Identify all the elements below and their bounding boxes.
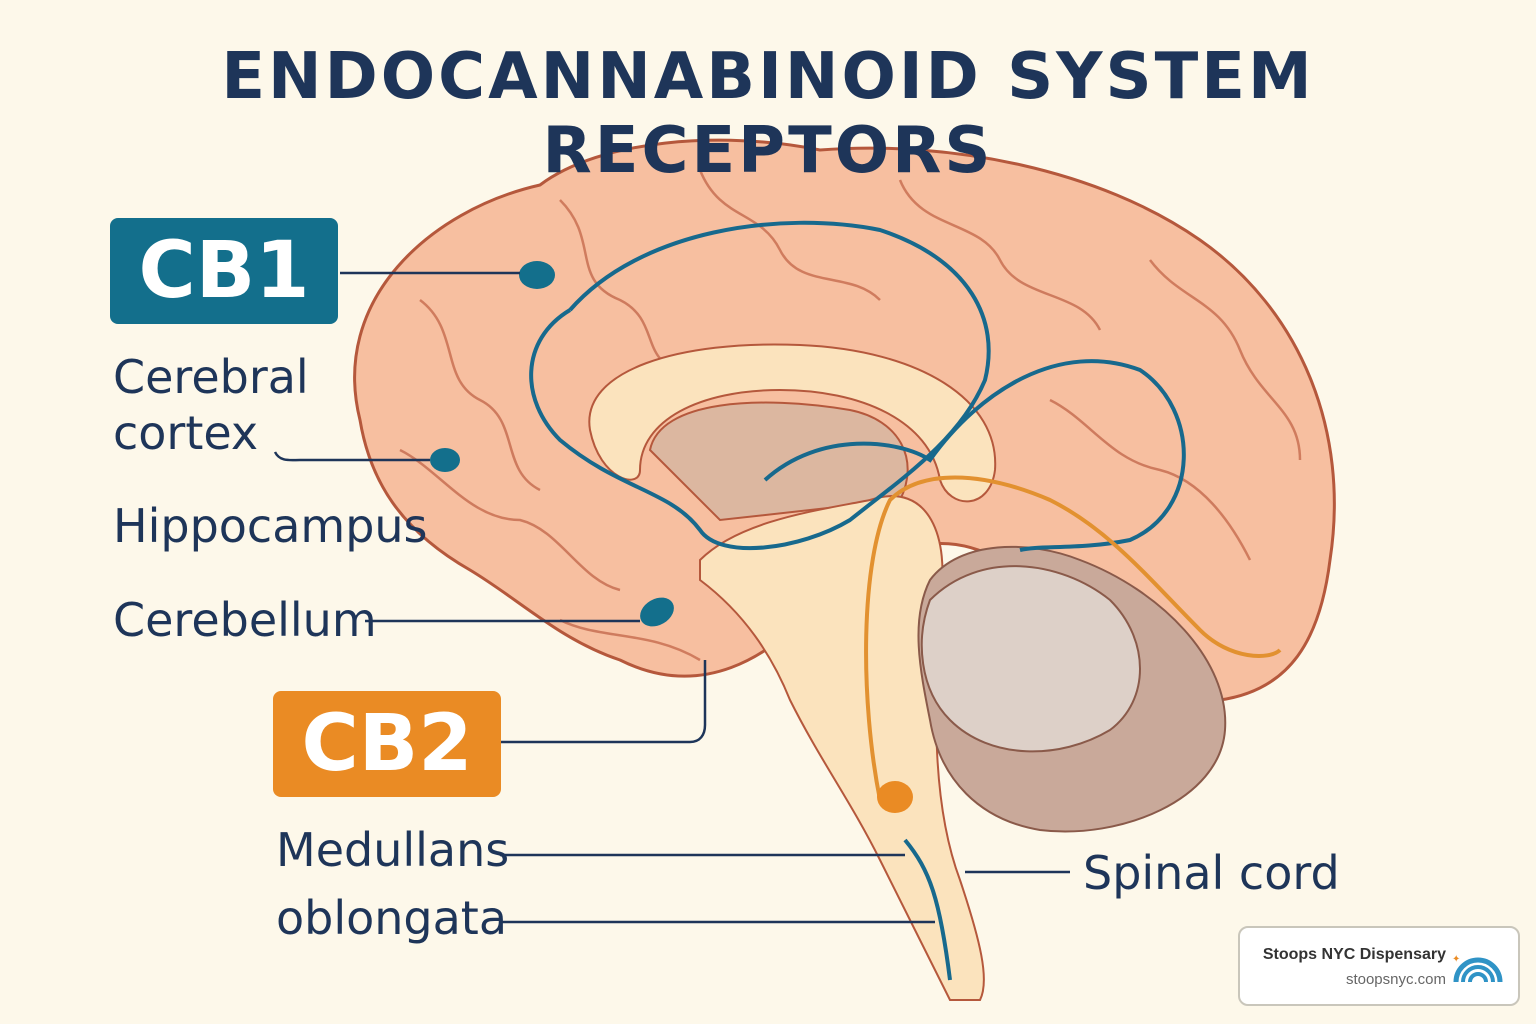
label-cerebral: Cerebral (113, 350, 309, 404)
brand-url: stoopsnyc.com (1345, 971, 1446, 988)
label-cerebellum: Cerebellum (113, 593, 377, 647)
cb1-dot-cerebellum (640, 597, 674, 627)
rainbow-logo-icon: ✦ (1452, 954, 1503, 983)
brand-logo-card: Stoops NYC Dispensary stoopsnyc.com ✦ (1238, 926, 1520, 1006)
corpus-callosum (588, 343, 997, 503)
label-spinal-cord: Spinal cord (1083, 846, 1340, 900)
label-cortex: cortex (113, 406, 259, 460)
label-medullans: Medullans (276, 823, 510, 877)
cb1-badge: CB1 (110, 218, 338, 324)
label-hippocampus: Hippocampus (113, 499, 428, 553)
cb2-dot-medulla (877, 781, 913, 813)
leader-lines (273, 271, 1070, 924)
cb1-dot-hippocampus (430, 448, 460, 472)
cerebellum-inner (920, 565, 1141, 753)
label-oblongata: oblongata (276, 891, 508, 945)
svg-text:✦: ✦ (1452, 954, 1460, 965)
page-title: ENDOCANNABINOID SYSTEM RECEPTORS (221, 40, 1315, 188)
cortex-folds (399, 169, 1302, 662)
brand-name: Stoops NYC Dispensary (1262, 946, 1446, 963)
cb2-pathway (864, 475, 1282, 801)
cb2-badge: CB2 (273, 691, 501, 797)
cb1-dot-cortex (519, 261, 555, 289)
cb1-pathways (529, 220, 1186, 981)
